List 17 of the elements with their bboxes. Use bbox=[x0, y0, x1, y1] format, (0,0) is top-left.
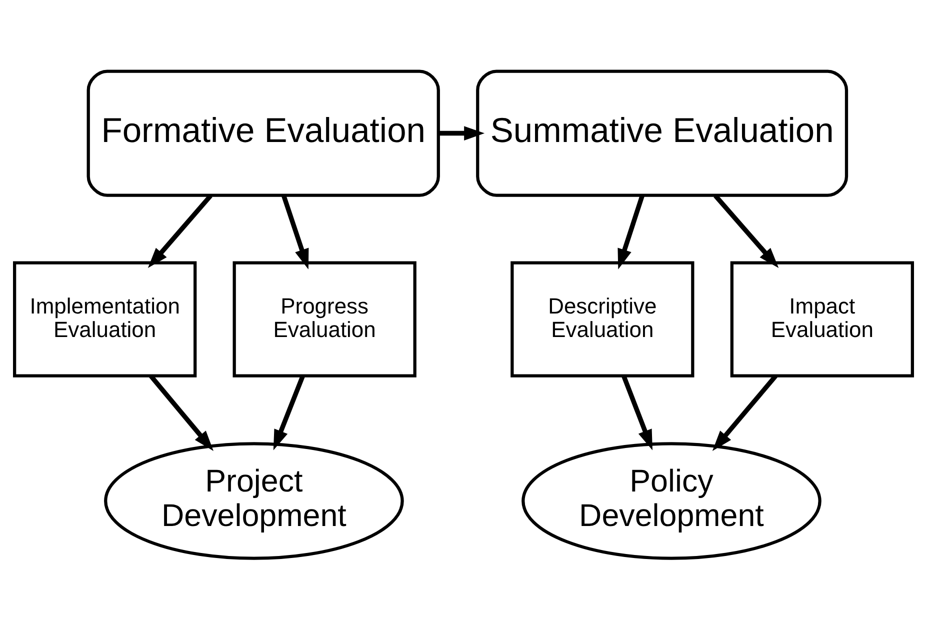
arrow bbox=[712, 374, 778, 450]
arrow bbox=[622, 374, 652, 450]
arrow bbox=[148, 194, 212, 268]
node-box: Implementation Evaluation bbox=[13, 260, 197, 377]
arrow bbox=[438, 126, 485, 140]
node-box: Progress Evaluation bbox=[232, 260, 416, 377]
arrow bbox=[618, 194, 644, 269]
node-box: Summative Evaluation bbox=[476, 69, 848, 196]
arrow bbox=[282, 194, 309, 269]
node-box: Descriptive Evaluation bbox=[510, 260, 694, 377]
node-box: Formative Evaluation bbox=[86, 69, 440, 196]
arrow bbox=[714, 194, 779, 268]
node-ellipse: Project Development bbox=[104, 442, 404, 560]
node-ellipse: Policy Development bbox=[522, 442, 822, 560]
node-box: Impact Evaluation bbox=[730, 260, 914, 377]
arrow bbox=[148, 374, 214, 450]
arrow bbox=[273, 374, 305, 450]
